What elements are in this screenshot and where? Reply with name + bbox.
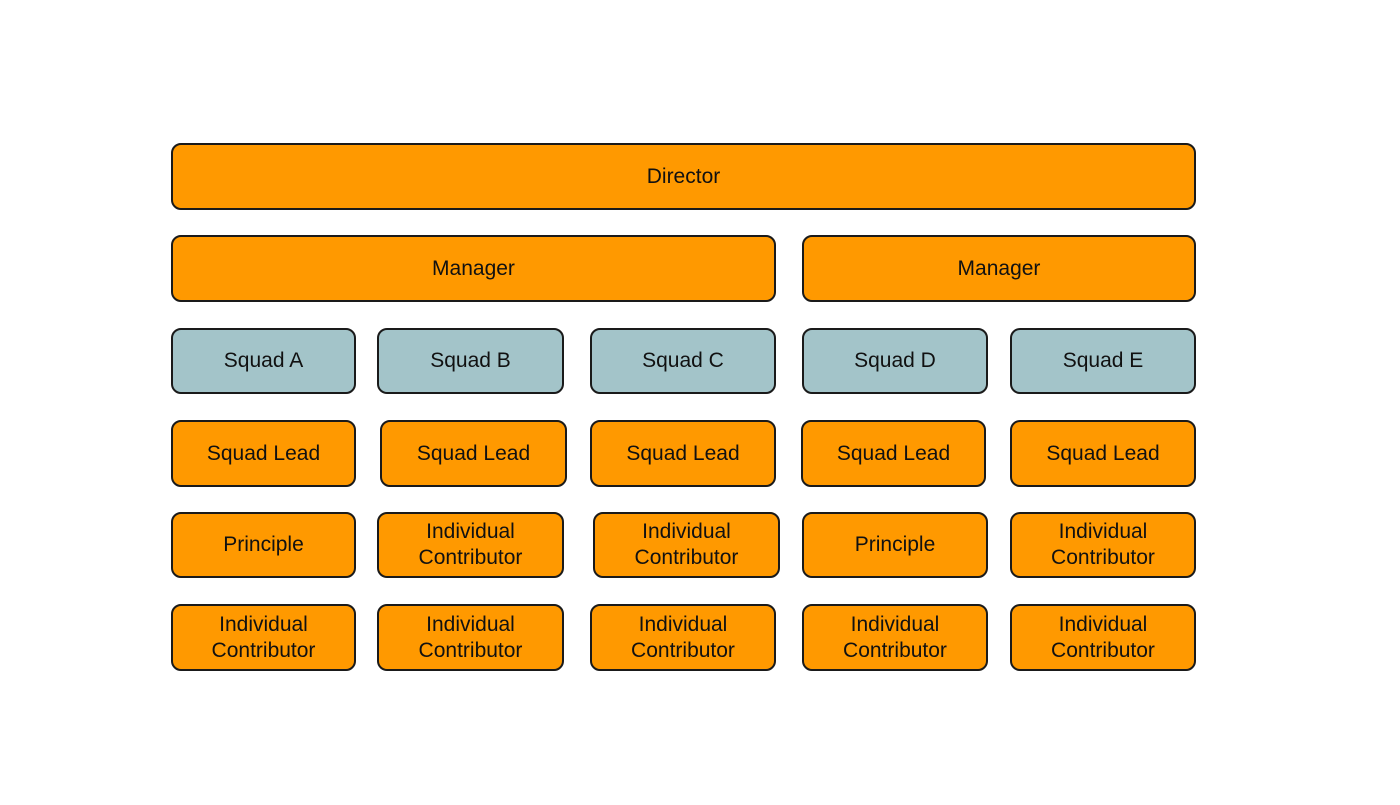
director-box: Director [171, 143, 1196, 210]
squad-box-a: Squad A [171, 328, 356, 394]
squad-box-c: Squad C [590, 328, 776, 394]
squad-box-b: Squad B [377, 328, 564, 394]
member-box-c1: Individual Contributor [593, 512, 780, 578]
member-box-d1: Principle [802, 512, 988, 578]
squad-lead-box-d: Squad Lead [801, 420, 986, 487]
member-box-e2: Individual Contributor [1010, 604, 1196, 671]
member-box-b1: Individual Contributor [377, 512, 564, 578]
squad-lead-box-a: Squad Lead [171, 420, 356, 487]
member-box-d2: Individual Contributor [802, 604, 988, 671]
squad-box-d: Squad D [802, 328, 988, 394]
squad-box-e: Squad E [1010, 328, 1196, 394]
squad-lead-box-b: Squad Lead [380, 420, 567, 487]
squad-lead-box-c: Squad Lead [590, 420, 776, 487]
manager-box-2: Manager [802, 235, 1196, 302]
member-box-c2: Individual Contributor [590, 604, 776, 671]
member-box-a1: Principle [171, 512, 356, 578]
member-box-e1: Individual Contributor [1010, 512, 1196, 578]
squad-lead-box-e: Squad Lead [1010, 420, 1196, 487]
manager-box-1: Manager [171, 235, 776, 302]
member-box-a2: Individual Contributor [171, 604, 356, 671]
member-box-b2: Individual Contributor [377, 604, 564, 671]
